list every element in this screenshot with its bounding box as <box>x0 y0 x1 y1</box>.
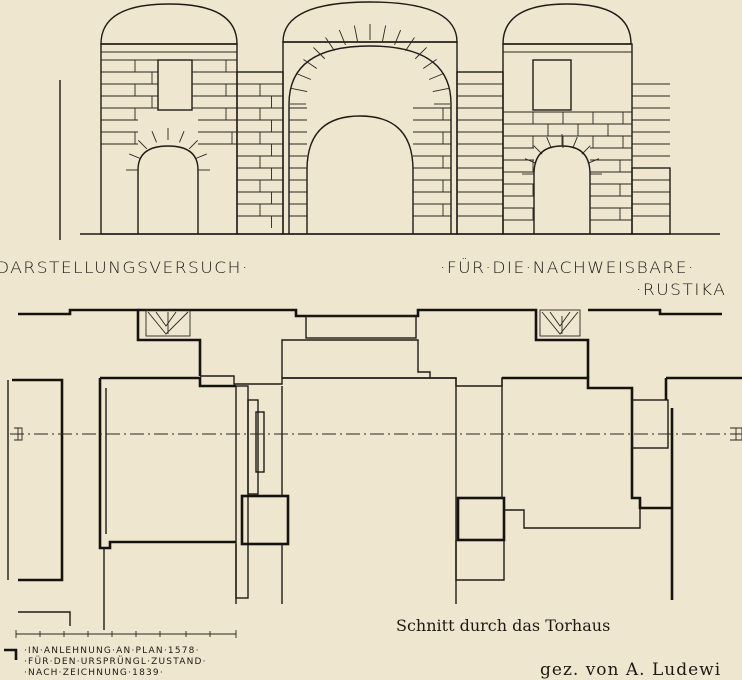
plan-note-line-3: ·NACH·ZEICHNUNG·1839· <box>24 668 164 678</box>
signature: gez. von A. Ludewi <box>540 660 722 680</box>
elevation-caption-right-1: ·FÜR·DIE·NACHWEISBARE· <box>440 258 695 278</box>
pier-hatch-right <box>539 309 581 337</box>
plan-note-line-1: ·IN·ANLEHNUNG·AN·PLAN·1578· <box>24 646 200 656</box>
elevation-caption-right-2: ·RUSTIKA <box>636 280 727 300</box>
gatehouse-elevation <box>59 1 720 240</box>
connecting-walls <box>236 71 671 235</box>
scale-bar <box>15 630 237 638</box>
central-gate <box>126 1 602 235</box>
pier-hatch-left <box>145 309 191 337</box>
floor-plan <box>4 308 742 660</box>
elevation-caption-left: DARSTELLUNGSVERSUCH· <box>0 258 249 278</box>
right-tower <box>502 3 633 235</box>
section-title: Schnitt durch das Torhaus <box>396 616 611 635</box>
left-tower <box>100 3 238 235</box>
plan-note-line-2: ·FÜR·DEN·URSPRÜNGL·ZUSTAND· <box>24 657 207 667</box>
